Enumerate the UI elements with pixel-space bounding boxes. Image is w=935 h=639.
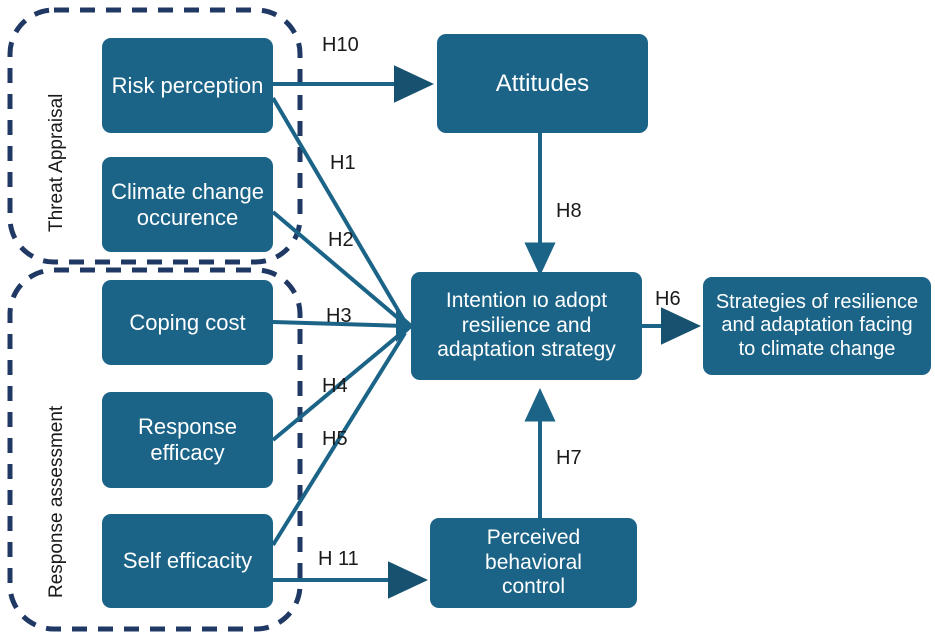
node-intention[interactable]: Intention ιo adopt resilience and adapta… xyxy=(411,272,642,380)
edge-h2 xyxy=(271,210,407,326)
edge-h4 xyxy=(271,328,407,442)
node-coping-cost[interactable]: Coping cost xyxy=(102,280,273,365)
node-coping-cost-label: Coping cost xyxy=(129,309,246,335)
node-strategies-label: Strategies of resilience and adaptation … xyxy=(715,291,919,360)
edge-label-h5: H5 xyxy=(322,428,348,450)
node-self-efficacity[interactable]: Self efficacity xyxy=(102,514,273,608)
edge-h1 xyxy=(271,96,407,324)
edge-label-h8: H8 xyxy=(556,200,582,222)
group-label-response-assessment: Response assessment xyxy=(46,405,67,598)
edge-label-h10: H10 xyxy=(322,34,359,56)
edge-h5 xyxy=(271,331,407,547)
node-risk-perception[interactable]: Risk perception xyxy=(102,38,273,133)
node-attitudes-label: Attitudes xyxy=(495,69,590,97)
group-label-threat-appraisal: Threat Appraisal xyxy=(46,93,67,232)
node-perceived-behavioral-control[interactable]: Perceived behavioral control xyxy=(430,518,637,608)
edge-h3 xyxy=(272,320,406,328)
node-attitudes[interactable]: Attitudes xyxy=(437,34,648,133)
edge-label-h3: H3 xyxy=(326,305,352,327)
edge-label-h11: H 11 xyxy=(318,548,359,570)
node-risk-perception-label: Risk perception xyxy=(111,72,264,98)
node-climate-change-occurence-label: Climate change occurence xyxy=(111,178,264,230)
node-strategies[interactable]: Strategies of resilience and adaptation … xyxy=(703,277,931,375)
node-perceived-behavioral-control-label: Perceived behavioral control xyxy=(485,526,582,599)
node-intention-label: Intention ιo adopt resilience and adapta… xyxy=(437,289,616,362)
edge-arrowhead-cluster xyxy=(396,310,414,342)
group-box-threat-appraisal xyxy=(7,7,303,265)
edge-label-h7: H7 xyxy=(556,447,582,469)
edge-label-h2: H2 xyxy=(328,229,354,251)
node-response-efficacy[interactable]: Response efficacy xyxy=(102,392,273,488)
edge-label-h4: H4 xyxy=(322,375,348,397)
group-box-response-assessment xyxy=(7,267,303,632)
edge-label-h6: H6 xyxy=(655,288,681,310)
edge-label-h1: H1 xyxy=(330,152,356,174)
node-response-efficacy-label: Response efficacy xyxy=(137,414,238,465)
node-self-efficacity-label: Self efficacity xyxy=(122,548,253,574)
node-climate-change-occurence[interactable]: Climate change occurence xyxy=(102,157,273,252)
